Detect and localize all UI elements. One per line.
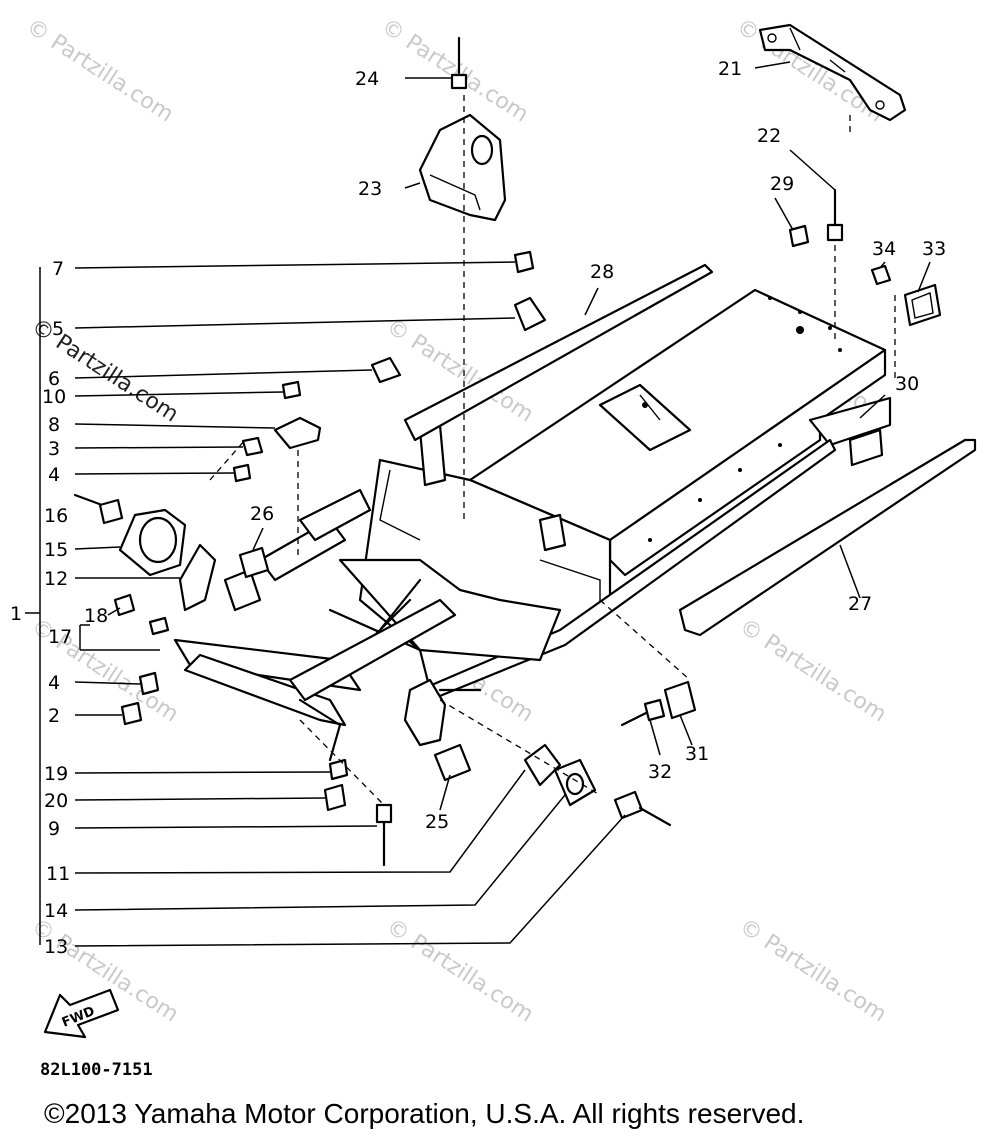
callout-25: 25 xyxy=(425,811,449,833)
callout-6: 6 xyxy=(48,368,60,390)
callout-22: 22 xyxy=(757,125,781,147)
part-31-bracket xyxy=(663,680,697,720)
part-2-bushing xyxy=(120,701,143,726)
callout-13: 13 xyxy=(44,936,68,958)
part-18-cap xyxy=(113,593,136,617)
part-12-housing xyxy=(178,543,217,612)
part-15-boot xyxy=(118,508,187,577)
callout-19: 19 xyxy=(44,763,68,785)
part-28-rail xyxy=(403,263,714,442)
part-25-clip xyxy=(433,743,472,782)
callout-20: 20 xyxy=(44,790,68,812)
part-29-cap xyxy=(788,224,810,248)
diagram-code: 82L100-7151 xyxy=(40,1060,153,1080)
callout-31: 31 xyxy=(685,743,709,765)
callout-30: 30 xyxy=(895,373,919,395)
callout-23: 23 xyxy=(358,178,382,200)
part-30-decal xyxy=(848,428,884,467)
leader-lines xyxy=(25,61,931,947)
watermark: © Partzilla.com xyxy=(735,614,891,727)
callout-1: 1 xyxy=(10,603,22,625)
callout-11: 11 xyxy=(46,863,70,885)
callout-24: 24 xyxy=(355,68,379,90)
part-14-flange xyxy=(553,758,597,807)
part-23-bracket xyxy=(418,113,507,222)
callout-34: 34 xyxy=(872,238,896,260)
callout-26: 26 xyxy=(250,503,274,525)
rivets xyxy=(648,296,842,542)
callout-33: 33 xyxy=(922,238,946,260)
callout-5: 5 xyxy=(52,318,64,340)
part-7-nut xyxy=(513,250,535,274)
callout-12: 12 xyxy=(44,568,68,590)
callout-4-upper: 4 xyxy=(48,464,60,486)
part-9-bolt xyxy=(375,803,393,867)
front-frame-tubes xyxy=(173,488,482,762)
watermark: © Partzilla.com xyxy=(732,14,888,127)
part-19-washer xyxy=(328,758,349,781)
watermark: © Partzilla.com xyxy=(382,914,538,1027)
callout-4-lower: 4 xyxy=(48,672,60,694)
callout-27: 27 xyxy=(848,593,872,615)
part-34-nut xyxy=(870,264,892,286)
part-24-bolt xyxy=(450,36,468,90)
part-3-grommet xyxy=(241,436,264,457)
callout-32: 32 xyxy=(648,761,672,783)
part-27-rail xyxy=(678,438,977,637)
part-20-nut xyxy=(323,783,347,812)
part-10-spacer xyxy=(281,380,302,400)
callout-3: 3 xyxy=(48,438,60,460)
part-13-pivot xyxy=(613,790,672,827)
part-4-grommet xyxy=(232,463,252,483)
callout-28: 28 xyxy=(590,261,614,283)
callout-15: 15 xyxy=(44,539,68,561)
part-17-pin xyxy=(148,616,170,636)
part-21-rear-bracket xyxy=(758,23,907,122)
watermark: © Partzilla.com xyxy=(22,14,178,127)
callout-10: 10 xyxy=(42,386,66,408)
part-32-screw xyxy=(620,698,666,727)
part-33-plate xyxy=(903,283,942,327)
callouts: 1 7 5 6 10 8 3 4 16 15 12 18 17 4 2 19 2… xyxy=(10,58,946,958)
fwd-arrow-icon: FWD xyxy=(43,988,120,1039)
part-5-bracket xyxy=(513,296,547,332)
part-11-bracket xyxy=(523,743,562,787)
callout-16: 16 xyxy=(44,505,68,527)
copyright-notice: ©2013 Yamaha Motor Corporation, U.S.A. A… xyxy=(44,1098,805,1129)
part-6-plate xyxy=(370,356,402,384)
callout-2: 2 xyxy=(48,705,60,727)
callout-18: 18 xyxy=(84,605,108,627)
callout-8: 8 xyxy=(48,414,60,436)
callout-29: 29 xyxy=(770,173,794,195)
watermark: © Partzilla.com xyxy=(377,14,533,127)
part-4-bushing xyxy=(138,671,160,696)
callout-9: 9 xyxy=(48,818,60,840)
callout-14: 14 xyxy=(44,900,68,922)
part-8-mount xyxy=(273,416,322,450)
callout-17: 17 xyxy=(48,626,72,648)
callout-7: 7 xyxy=(52,258,64,280)
watermark: © Partzilla.com xyxy=(735,914,891,1027)
part-16-screw xyxy=(73,493,124,525)
part-22-bolt xyxy=(826,188,844,242)
callout-21: 21 xyxy=(718,58,742,80)
part-26-clip xyxy=(238,546,270,579)
